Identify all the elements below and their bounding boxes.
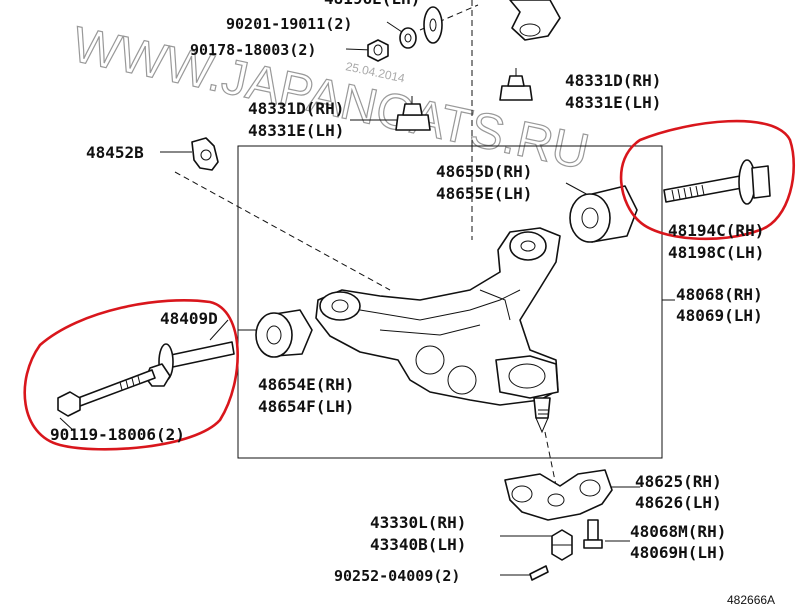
bump-stopper-upper[interactable] xyxy=(499,68,533,101)
leader-lines xyxy=(59,21,675,576)
dash-line-48452 xyxy=(174,171,391,291)
washer-90201[interactable] xyxy=(399,27,417,49)
steering-knuckle-fragment xyxy=(509,0,561,41)
label-48331d-top: 48331D(RH) xyxy=(565,71,661,90)
label-48069: 48069(LH) xyxy=(676,306,763,325)
label-48655d: 48655D(RH) xyxy=(436,162,532,181)
label-48068: 48068(RH) xyxy=(676,285,763,304)
label-48068m: 48068M(RH) xyxy=(630,522,726,541)
label-90252: 90252-04009(2) xyxy=(334,567,460,585)
label-90178: 90178-18003(2) xyxy=(190,41,316,59)
highlight-circle-right xyxy=(619,119,796,241)
nut-90178[interactable] xyxy=(367,39,389,62)
label-48655e: 48655E(LH) xyxy=(436,184,532,203)
highlight-circle-left xyxy=(23,299,239,451)
bracket-48625[interactable] xyxy=(504,469,613,521)
label-48331e-mid: 48331E(LH) xyxy=(248,121,344,140)
label-48198c: 48198C(LH) xyxy=(668,243,764,262)
label-43340b: 43340B(LH) xyxy=(370,535,466,554)
ball-joint[interactable] xyxy=(495,355,559,434)
label-43330l: 43330L(RH) xyxy=(370,513,466,532)
cam-bolt-48409[interactable] xyxy=(145,341,235,387)
cam-bolt-48194[interactable] xyxy=(663,159,771,205)
bushing-48655[interactable] xyxy=(569,185,638,243)
label-48625: 48625(RH) xyxy=(635,472,722,491)
label-48194c: 48194C(RH) xyxy=(668,221,764,240)
label-48409d: 48409D xyxy=(160,309,218,328)
bracket-48452[interactable] xyxy=(191,137,219,171)
label-90119: 90119-18006(2) xyxy=(50,425,185,444)
label-90201: 90201-19011(2) xyxy=(226,15,352,33)
label-48452: 48452B xyxy=(86,143,144,162)
cotter-pin-90252[interactable] xyxy=(529,565,549,581)
bushing-48654[interactable] xyxy=(255,309,313,358)
bolt-48068m[interactable] xyxy=(583,519,603,549)
label-48654e: 48654E(RH) xyxy=(258,375,354,394)
label-top-cut: 48196E(LH) xyxy=(324,0,420,8)
washer-top-right[interactable] xyxy=(423,6,443,44)
bolt-90119[interactable] xyxy=(57,369,156,417)
label-48331d-mid: 48331D(RH) xyxy=(248,99,344,118)
label-48069h: 48069H(LH) xyxy=(630,543,726,562)
nut-43330[interactable] xyxy=(551,529,573,561)
bump-stopper-lower[interactable] xyxy=(395,96,431,131)
label-48331e-top: 48331E(LH) xyxy=(565,93,661,112)
figure-number: 482666A xyxy=(727,593,775,607)
label-48654f: 48654F(LH) xyxy=(258,397,354,416)
label-48626: 48626(LH) xyxy=(635,493,722,512)
